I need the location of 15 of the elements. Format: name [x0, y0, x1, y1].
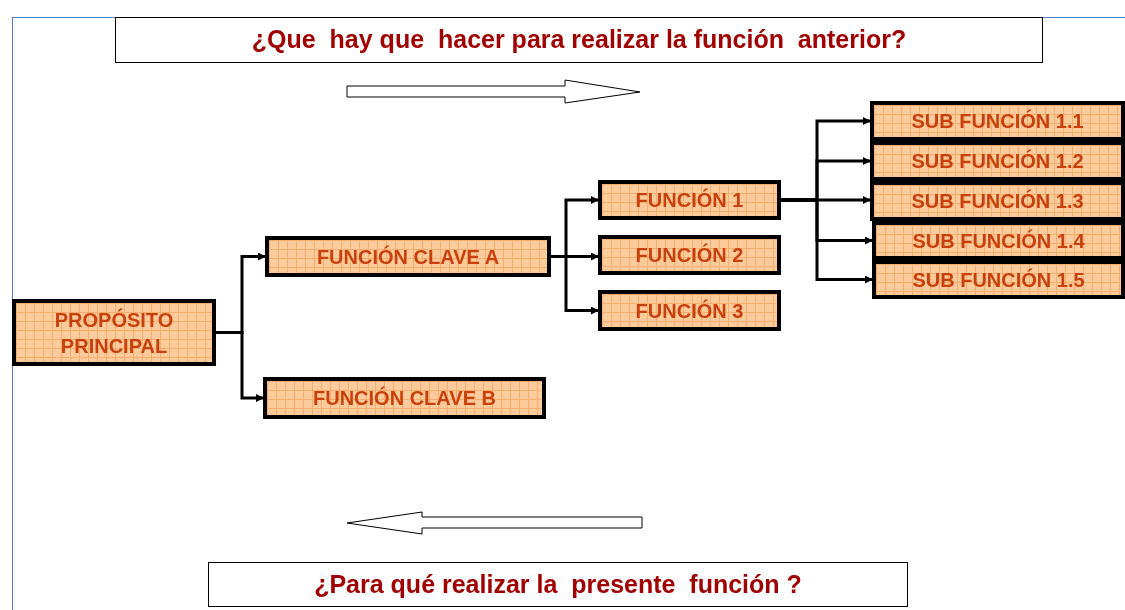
function-box: SUB FUNCIÓN 1.2 — [870, 141, 1125, 181]
function-box: SUB FUNCIÓN 1.5 — [872, 260, 1125, 299]
function-box: FUNCIÓN 2 — [598, 235, 781, 275]
function-box: FUNCIÓN CLAVE A — [265, 236, 551, 277]
function-box: SUB FUNCIÓN 1.4 — [872, 221, 1125, 260]
question-box: ¿Que hay que hacer para realizar la función anterior? — [115, 17, 1043, 63]
function-box: FUNCIÓN 3 — [598, 290, 781, 331]
question-box: ¿Para qué realizar la presente función ? — [208, 562, 908, 607]
function-box: SUB FUNCIÓN 1.1 — [870, 101, 1125, 141]
function-box: SUB FUNCIÓN 1.3 — [870, 181, 1125, 221]
connector-arrow — [781, 198, 873, 284]
function-box: PROPÓSITO PRINCIPAL — [12, 299, 216, 366]
connector-arrow — [551, 255, 599, 315]
function-box: FUNCIÓN 1 — [598, 180, 781, 220]
function-box: FUNCIÓN CLAVE B — [263, 377, 546, 419]
